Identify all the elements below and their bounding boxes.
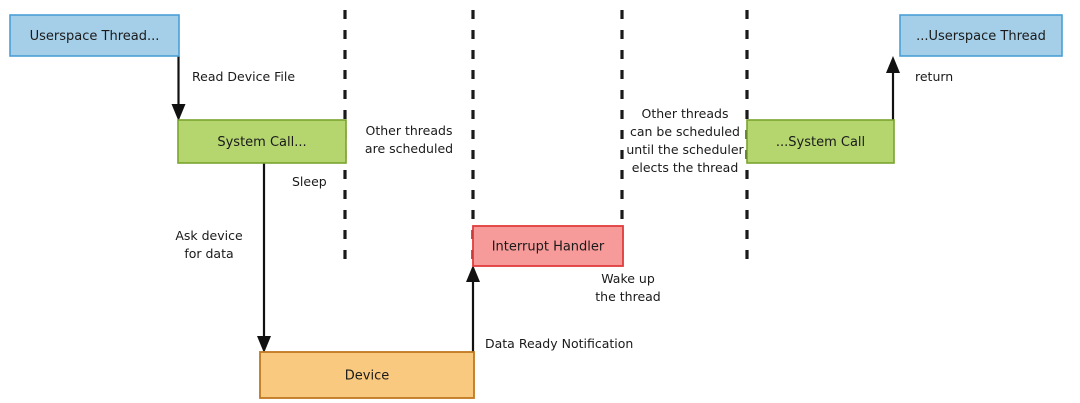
box-label-userspace-thread-start: Userspace Thread... [30, 29, 160, 44]
edge-labels-group: Read Device File Sleep Ask device for da… [175, 69, 953, 351]
annotation-other-threads-can-be-scheduled: Other threads can be scheduled until the… [626, 106, 744, 175]
annotation-other-threads-are-scheduled: Other threads are scheduled [365, 123, 453, 156]
box-label-system-call-start: System Call... [217, 135, 306, 150]
box-userspace-thread-end[interactable]: ...Userspace Thread [899, 14, 1063, 57]
annotation-line-4: elects the thread [632, 160, 739, 175]
box-system-call-end[interactable]: ...System Call [746, 119, 895, 164]
box-interrupt-handler[interactable]: Interrupt Handler [472, 225, 624, 267]
edge-label-sleep: Sleep [292, 174, 327, 189]
annotations-group: Other threads are scheduled Other thread… [365, 106, 745, 175]
box-device[interactable]: Device [259, 351, 475, 399]
edge-label-wake-up-line-1: Wake up [601, 271, 655, 286]
box-system-call-start[interactable]: System Call... [177, 119, 347, 164]
box-label-device: Device [345, 369, 389, 384]
annotation-line-2: can be scheduled [630, 124, 740, 139]
arrow-data-ready-notification [466, 265, 480, 353]
box-label-system-call-end: ...System Call [776, 135, 865, 150]
box-userspace-thread-start[interactable]: Userspace Thread... [9, 14, 180, 57]
edge-label-ask-device-line-2: for data [184, 246, 233, 261]
annotation-line-1: Other threads [366, 123, 453, 138]
annotation-line-3: until the scheduler [626, 142, 744, 157]
arrow-ask-device-for-data [257, 163, 271, 353]
edge-label-data-ready-notification: Data Ready Notification [485, 336, 633, 351]
edge-label-ask-device-line-1: Ask device [175, 228, 243, 243]
annotation-line-1: Other threads [642, 106, 729, 121]
edge-label-read-device-file: Read Device File [192, 69, 295, 84]
arrow-return [886, 56, 900, 121]
edge-label-return: return [915, 69, 953, 84]
arrow-read-device-file [171, 56, 186, 121]
edge-label-wake-up-line-2: the thread [595, 289, 660, 304]
box-label-userspace-thread-end: ...Userspace Thread [916, 29, 1046, 44]
box-label-interrupt-handler: Interrupt Handler [492, 240, 605, 255]
boxes-group: Userspace Thread... System Call... Inter… [9, 14, 1063, 399]
annotation-line-2: are scheduled [365, 141, 453, 156]
arrows-group [171, 56, 900, 353]
